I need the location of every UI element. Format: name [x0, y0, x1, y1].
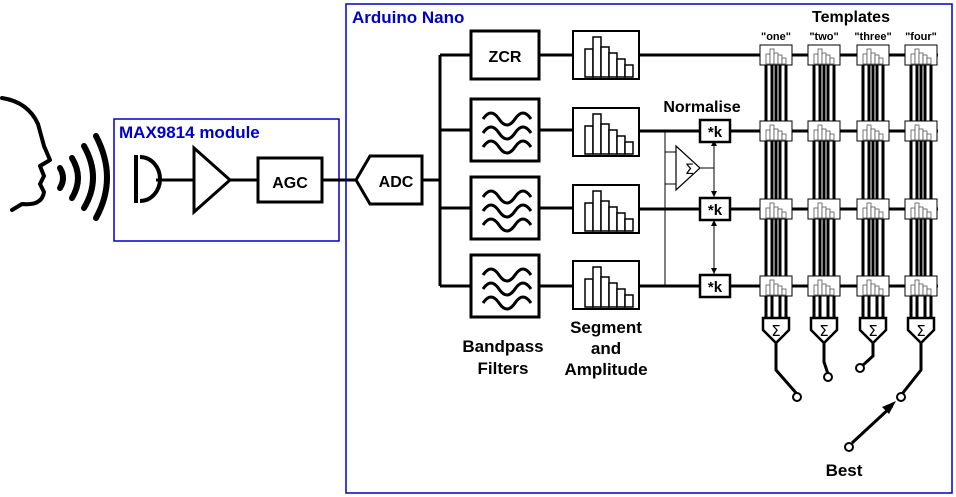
adc-label: ADC [379, 174, 414, 191]
bandpass-filter-icon [469, 97, 541, 163]
segment-label-line3: Amplitude [564, 360, 647, 379]
template-label-four: "four" [905, 31, 937, 43]
amplifier-icon [192, 144, 233, 216]
summing-amplifier-icon [675, 144, 701, 192]
template-sum-sigma-2: Σ [819, 322, 828, 340]
scale-k-label-3: *k [708, 279, 723, 296]
arduino-nano-box [345, 3, 953, 494]
template-sum-sigma-1: Σ [771, 322, 780, 340]
agc-label: AGC [272, 175, 308, 192]
scale-k-label-2: *k [708, 202, 723, 219]
histogram-icon [572, 107, 640, 157]
bandpass-label-line2: Filters [477, 359, 528, 378]
histogram-icon [572, 30, 640, 80]
best-label: Best [826, 461, 863, 480]
template-sum-sigma-4: Σ [916, 322, 925, 340]
speaking-head-icon [0, 96, 52, 212]
scale-k-label-1: *k [708, 124, 723, 141]
arduino-nano-title: Arduino Nano [352, 8, 464, 27]
zcr-label: ZCR [489, 49, 522, 66]
histogram-icon [572, 260, 640, 310]
bandpass-label-line1: Bandpass [462, 337, 543, 356]
template-label-one: "one" [761, 31, 791, 43]
normalise-sigma: Σ [685, 162, 694, 178]
selector-switch-icon [774, 343, 923, 452]
sound-wave-icon [57, 133, 110, 221]
max9814-module-title: MAX9814 module [119, 123, 260, 142]
template-label-two: "two" [809, 31, 838, 43]
bandpass-filter-icon [469, 175, 541, 241]
segment-label-line1: Segment [570, 318, 642, 337]
bandpass-filter-icon [469, 253, 541, 319]
normalise-label: Normalise [663, 99, 740, 116]
histogram-icon [572, 184, 640, 234]
segment-label-line2: and [591, 339, 621, 358]
templates-title: Templates [812, 9, 890, 26]
template-sum-sigma-3: Σ [868, 322, 877, 340]
template-label-three: "three" [854, 31, 891, 43]
